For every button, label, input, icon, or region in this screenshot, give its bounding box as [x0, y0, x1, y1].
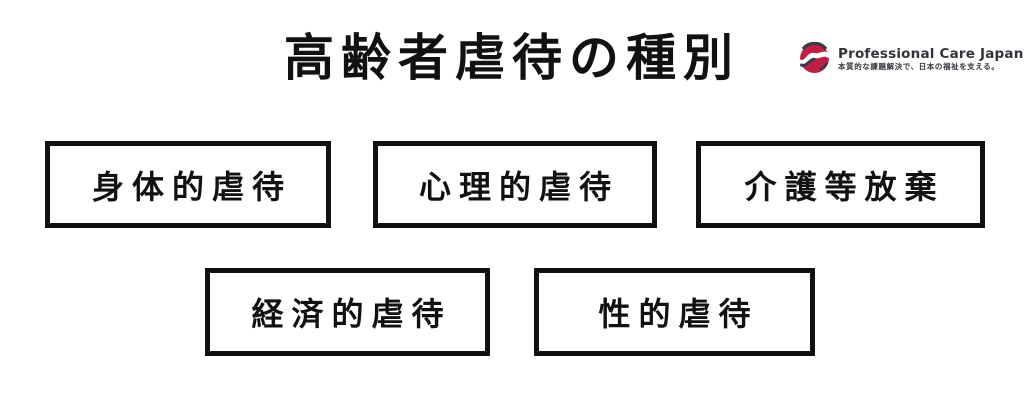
brand-logo: Professional Care Japan 本質的な課題解決で、日本の福祉を… [798, 41, 1023, 75]
logo-brand-name: Professional Care Japan [838, 45, 1024, 62]
type-box-sexual-abuse: 性的虐待 [534, 268, 815, 356]
logo-tagline: 本質的な課題解決で、日本の福祉を支える。 [838, 61, 1000, 71]
type-box-care-neglect: 介護等放棄 [696, 141, 985, 228]
page-title: 高齢者虐待の種別 [284, 29, 740, 87]
type-box-economic-abuse: 経済的虐待 [205, 268, 490, 356]
type-box-psychological-abuse: 心理的虐待 [373, 141, 657, 228]
type-box-physical-abuse: 身体的虐待 [45, 141, 331, 228]
logo-text-block: Professional Care Japan 本質的な課題解決で、日本の福祉を… [838, 46, 1024, 72]
pcj-swirl-sphere-icon [798, 41, 832, 75]
